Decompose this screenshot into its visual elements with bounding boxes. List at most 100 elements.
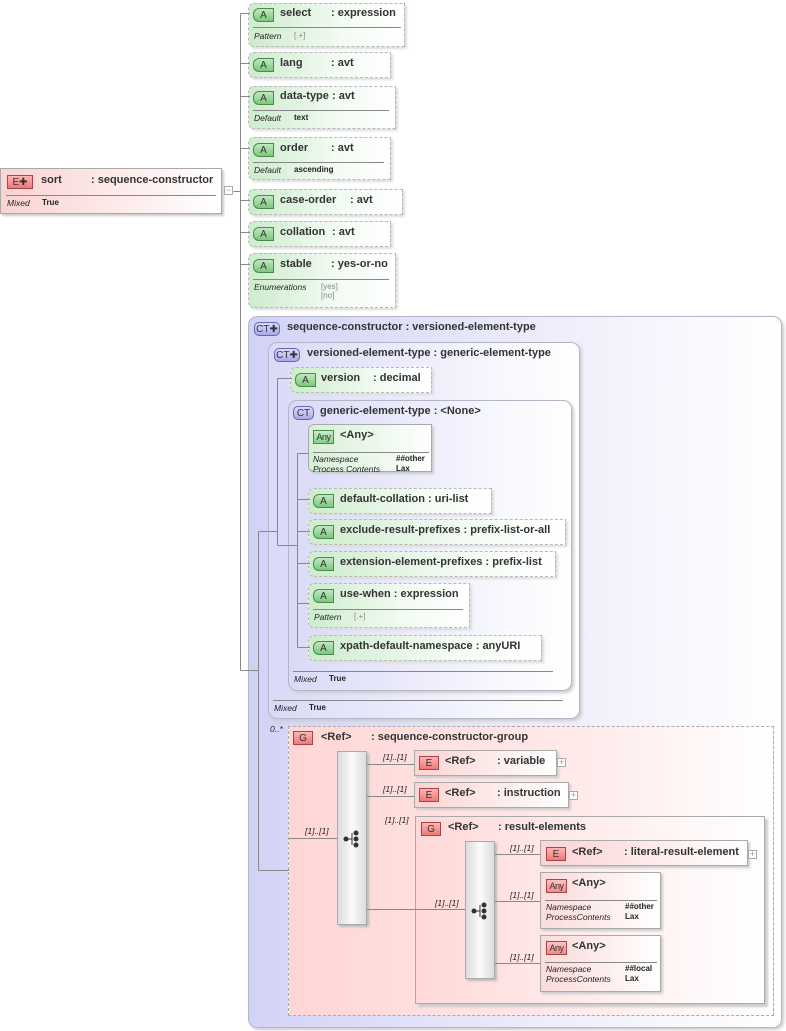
- pattern-label: Pattern: [254, 31, 282, 41]
- any-name: <Any>: [572, 940, 606, 952]
- occurrence: [1]..[1]: [383, 752, 407, 762]
- pattern-label: Pattern: [314, 612, 342, 622]
- element-ref: <Ref>: [445, 787, 476, 799]
- divider: [293, 671, 553, 672]
- attribute-name: use-when : expression: [340, 588, 459, 600]
- mixed-label: Mixed: [294, 674, 317, 684]
- any-wildcard-local[interactable]: Any <Any> Namespace ##local ProcessConte…: [540, 935, 661, 992]
- element-ref-literal-result-element[interactable]: E <Ref> : literal-result-element: [540, 840, 748, 866]
- element-ref: <Ref>: [572, 846, 603, 858]
- any-icon: Any: [546, 941, 567, 955]
- any-name: <Any>: [572, 877, 606, 889]
- divider: [253, 279, 389, 280]
- complex-type-title: generic-element-type : <None>: [320, 405, 481, 417]
- group-ref: <Ref>: [321, 731, 352, 743]
- attribute-name: exclude-result-prefixes : prefix-list-or…: [340, 524, 551, 536]
- occurrence: [1]..[1]: [383, 784, 407, 794]
- attribute-version[interactable]: A version : decimal: [290, 367, 432, 393]
- sequence-compositor[interactable]: [465, 841, 495, 979]
- namespace-label: Namespace: [546, 964, 592, 974]
- expand-toggle[interactable]: +: [557, 757, 566, 767]
- pattern-value: [.+]: [354, 612, 366, 621]
- attribute-icon: A: [313, 589, 334, 603]
- attribute-use-when[interactable]: A use-when : expression Pattern [.+]: [308, 583, 470, 628]
- enum-value: [yes]: [321, 282, 338, 291]
- attribute-lang[interactable]: A lang : avt: [248, 52, 391, 78]
- process-contents-value: Lax: [396, 464, 410, 473]
- attribute-extension-element-prefixes[interactable]: A extension-element-prefixes : prefix-li…: [308, 551, 556, 577]
- sequence-occurrence: [1]..[1]: [435, 898, 459, 908]
- element-type: : sequence-constructor: [91, 174, 214, 186]
- element-ref-variable[interactable]: E <Ref> : variable: [414, 750, 557, 776]
- sequence-icon: [471, 902, 487, 920]
- attribute-type: : decimal: [373, 372, 421, 384]
- divider: [253, 162, 384, 163]
- complex-type-icon: CT✚: [274, 348, 300, 362]
- default-label: Default: [254, 165, 281, 175]
- attribute-type: : yes-or-no: [331, 258, 388, 270]
- attribute-type: : avt: [332, 226, 355, 238]
- divider: [313, 609, 463, 610]
- collapse-toggle[interactable]: −: [224, 185, 233, 195]
- attribute-exclude-result-prefixes[interactable]: A exclude-result-prefixes : prefix-list-…: [308, 519, 566, 545]
- expand-toggle[interactable]: +: [748, 849, 757, 859]
- group-occurrence: 0..*: [270, 724, 283, 734]
- sequence-occurrence: [1]..[1]: [305, 826, 329, 836]
- element-icon: E: [419, 756, 439, 770]
- attribute-icon: A: [253, 143, 274, 157]
- attribute-icon: A: [253, 8, 274, 22]
- attribute-data-type[interactable]: A data-type : avt Default text: [248, 86, 396, 129]
- sequence-compositor[interactable]: [337, 751, 367, 925]
- attribute-type: : avt: [332, 90, 355, 102]
- attribute-name: default-collation : uri-list: [340, 493, 469, 505]
- group-icon: G: [293, 731, 313, 745]
- any-icon: Any: [313, 430, 334, 444]
- any-wildcard[interactable]: Any <Any> Namespace ##other Process Cont…: [308, 424, 432, 474]
- divider: [273, 700, 563, 701]
- process-contents-value: Lax: [625, 974, 639, 983]
- element-icon: E: [419, 788, 439, 802]
- attribute-name: extension-element-prefixes : prefix-list: [340, 556, 542, 568]
- element-name: : instruction: [497, 787, 561, 799]
- element-name: : literal-result-element: [624, 846, 739, 858]
- element-ref-instruction[interactable]: E <Ref> : instruction: [414, 782, 569, 808]
- complex-type-icon: CT✚: [254, 322, 280, 336]
- attribute-type: : expression: [331, 7, 396, 19]
- namespace-value: ##other: [625, 902, 654, 911]
- group-name: : result-elements: [498, 821, 587, 833]
- namespace-label: Namespace: [313, 454, 359, 464]
- attribute-xpath-default-namespace[interactable]: A xpath-default-namespace : anyURI: [308, 635, 542, 661]
- attribute-icon: A: [253, 227, 274, 241]
- occurrence: [1]..[1]: [510, 952, 534, 962]
- attribute-case-order[interactable]: A case-order : avt: [248, 189, 403, 215]
- attribute-type: : avt: [331, 57, 354, 69]
- attribute-type: : avt: [331, 142, 354, 154]
- pattern-value: [.+]: [294, 31, 306, 40]
- group-ref: <Ref>: [448, 821, 479, 833]
- sequence-icon: [343, 830, 359, 848]
- namespace-label: Namespace: [546, 902, 592, 912]
- divider: [253, 27, 401, 28]
- element-sort[interactable]: E✚ sort : sequence-constructor Mixed Tru…: [0, 168, 222, 214]
- attribute-order[interactable]: A order : avt Default ascending: [248, 137, 391, 180]
- attribute-stable[interactable]: A stable : yes-or-no Enumerations [yes] …: [248, 253, 396, 308]
- attribute-icon: A: [313, 525, 334, 539]
- attribute-select[interactable]: A select : expression Pattern [.+]: [248, 3, 405, 47]
- default-label: Default: [254, 113, 281, 123]
- mixed-value: True: [42, 198, 59, 207]
- any-wildcard-other[interactable]: Any <Any> Namespace ##other ProcessConte…: [540, 872, 661, 929]
- attribute-collation[interactable]: A collation : avt: [248, 221, 391, 247]
- attribute-name: select: [280, 7, 312, 19]
- element-name: sort: [41, 174, 62, 186]
- attribute-icon: A: [253, 195, 274, 209]
- any-name: <Any>: [340, 429, 374, 441]
- element-ref: <Ref>: [445, 755, 476, 767]
- attribute-default-collation[interactable]: A default-collation : uri-list: [308, 488, 492, 514]
- attribute-type: : avt: [350, 194, 373, 206]
- element-icon: E: [546, 847, 566, 861]
- process-contents-label: Process Contents: [313, 464, 381, 474]
- expand-toggle[interactable]: +: [569, 790, 578, 800]
- namespace-value: ##other: [396, 454, 425, 463]
- occurrence: [1]..[1]: [385, 815, 409, 825]
- enum-value: [no]: [321, 291, 335, 300]
